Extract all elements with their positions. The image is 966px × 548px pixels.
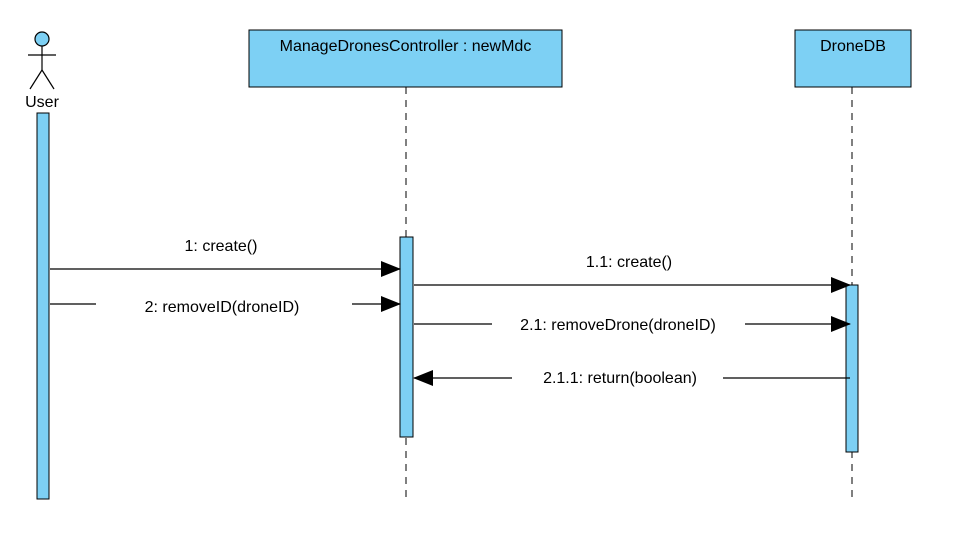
lifeline-label-user: User	[25, 94, 59, 111]
message-2-remove-id[interactable]: 2: removeID(droneID)	[50, 296, 401, 316]
lifeline-head-db	[794, 29, 912, 88]
message-label: 2: removeID(droneID)	[145, 299, 300, 316]
lifeline-db[interactable]: DroneDB	[794, 29, 912, 502]
lifeline-head-mdc	[248, 29, 563, 88]
message-2-1-remove-drone[interactable]: 2.1: removeDrone(droneID)	[414, 316, 851, 334]
activation-bar-user	[36, 112, 50, 500]
message-label: 1: create()	[185, 238, 258, 255]
message-1-1-create[interactable]: 1.1: create()	[414, 254, 851, 293]
message-label: 1.1: create()	[586, 254, 672, 271]
activation-bar-db	[845, 284, 859, 453]
message-2-1-1-return[interactable]: 2.1.1: return(boolean)	[413, 370, 850, 387]
lifeline-mdc[interactable]: ManageDronesController : newMdc	[248, 29, 563, 502]
lifeline-label-db: DroneDB	[820, 38, 886, 55]
message-1-create[interactable]: 1: create()	[50, 238, 401, 277]
lifeline-user[interactable]: User	[25, 31, 60, 500]
lifeline-label-mdc: ManageDronesController : newMdc	[280, 38, 532, 55]
message-label: 2.1: removeDrone(droneID)	[520, 317, 716, 334]
activation-bar-mdc	[399, 236, 414, 438]
message-label: 2.1.1: return(boolean)	[543, 370, 697, 387]
actor-icon	[28, 31, 56, 90]
